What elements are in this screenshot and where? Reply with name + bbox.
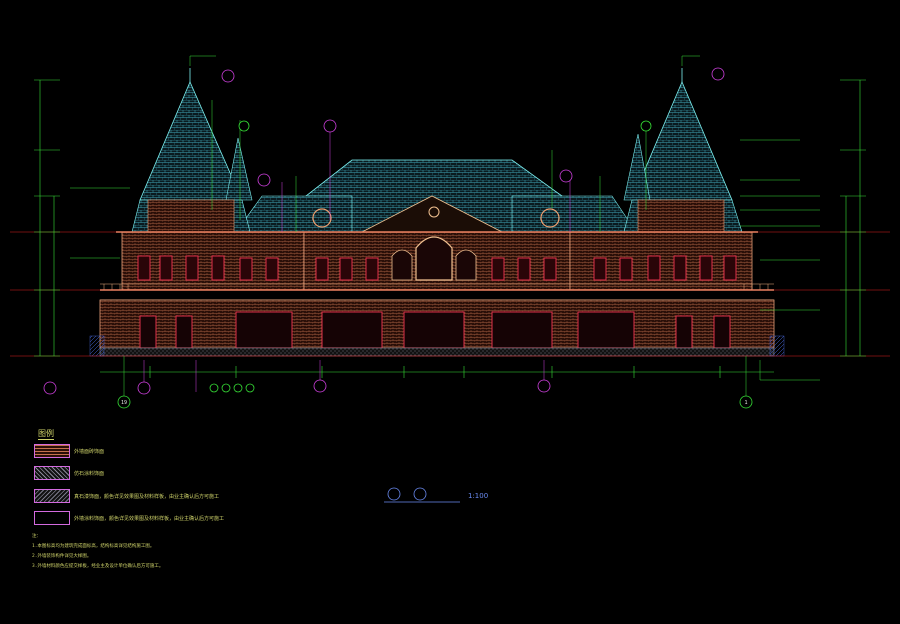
axis-markers: 19 1 [117, 356, 753, 409]
stone-plinth [99, 347, 775, 357]
axis-label-start: 19 [121, 400, 127, 406]
upper-window-row [137, 255, 737, 281]
callout-markers [43, 67, 725, 395]
right-lower-roof [511, 195, 637, 233]
central-arched-window [415, 236, 453, 281]
legend-text-stone-paint: 真石漆饰面，颜色详见效果图及材料样板，由业主确认后方可施工 [74, 494, 220, 500]
left-tower-spire [139, 80, 243, 201]
legend-text-paint: 外墙涂料饰面，颜色详见效果图及材料样板，由业主确认后方可施工 [74, 516, 225, 522]
note-line-3: 3.外墙材料颜色应提交样板，经业主及设计单位确认后方可施工。 [32, 564, 164, 569]
notes-block: 注： 1.本图标高均为建筑完成面标高，结构标高详见结构施工图。 2.外墙装饰构件… [32, 532, 163, 572]
note-line-1: 1.本图标高均为建筑完成面标高，结构标高详见结构施工图。 [32, 544, 155, 549]
left-small-spire [225, 137, 253, 201]
notes-title: 注： [32, 534, 41, 539]
legend-swatch-stone [34, 466, 70, 480]
leader-lines [70, 55, 820, 392]
note-line-2: 2.外墙装饰构件详见大样图。 [32, 554, 92, 559]
legend-header: 图例 [38, 429, 54, 440]
axis-bubble-start [117, 395, 131, 409]
legend-swatch-paint [34, 511, 70, 525]
facade-group [89, 199, 785, 357]
level-lines [10, 231, 890, 357]
dimension-chains [34, 79, 866, 378]
left-oculus [312, 208, 332, 228]
legend-text-tile: 外墙面砖饰面 [74, 449, 105, 455]
axis-label-end: 1 [744, 400, 747, 406]
balustrade [100, 283, 774, 290]
legend-text-stone: 仿石涂料饰面 [74, 471, 105, 477]
right-oculus [540, 208, 560, 228]
drawing-scale: 1:100 [468, 492, 488, 500]
drawing-title: 1:100 [384, 487, 488, 503]
axis-bubble-end [739, 395, 753, 409]
ground-floor-openings [139, 311, 731, 349]
legend-swatch-stone-paint [34, 489, 70, 503]
left-lower-roof [235, 195, 353, 233]
legend-swatch-tile [34, 444, 70, 458]
